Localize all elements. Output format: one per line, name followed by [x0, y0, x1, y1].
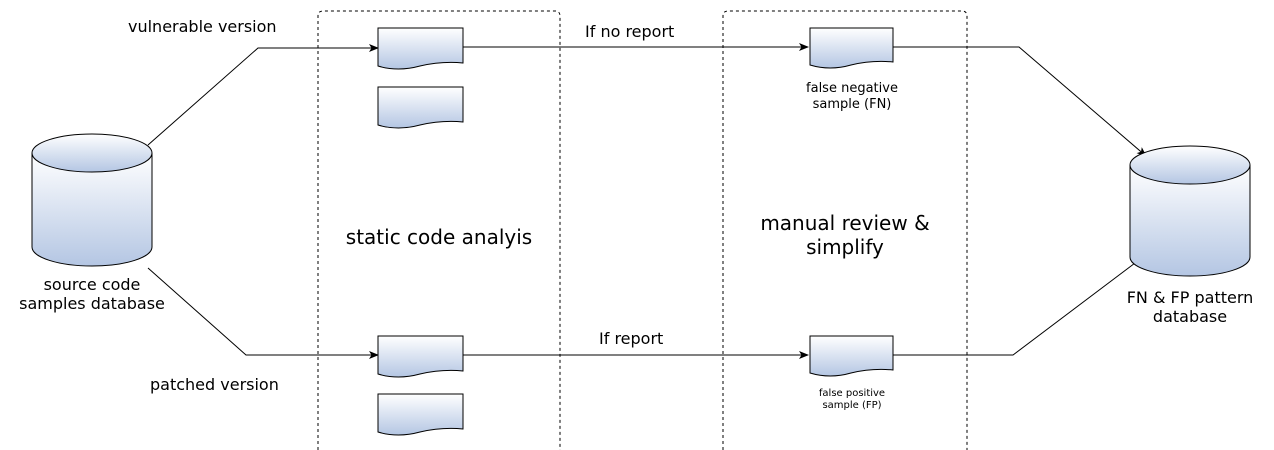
source-to-vulnerable-connector [147, 44, 379, 146]
false-positive-label: false positive sample (FP) [800, 388, 904, 412]
pattern-database-label: FN & FP pattern database [1100, 288, 1274, 326]
manual-review-label-line2: simplify [806, 235, 884, 259]
if-no-report-label: If no report [585, 22, 675, 41]
manual-review-box [722, 10, 968, 450]
source-database-icon [31, 133, 153, 267]
static-analysis-label: static code analyis [345, 225, 533, 249]
source-database-label-line2: samples database [19, 294, 165, 314]
source-database-label: source code samples database [2, 275, 182, 313]
false-negative-label-line2: sample (FN) [812, 96, 892, 112]
fp-to-pattern-db-arrow [893, 256, 1144, 356]
if-report-label: If report [599, 329, 664, 348]
patched-report-document [377, 393, 464, 436]
false-positive-document [809, 335, 894, 377]
source-to-patched-connector [147, 267, 379, 359]
vulnerable-code-document [377, 27, 464, 70]
manual-review-label: manual review & simplify [723, 211, 967, 259]
patched-version-label: patched version [150, 375, 279, 394]
false-negative-label: false negative sample (FN) [790, 81, 914, 112]
pattern-database-label-line2: database [1152, 307, 1228, 327]
false-negative-label-line1: false negative [806, 81, 898, 96]
fn-to-pattern-db-arrow [893, 46, 1147, 157]
vulnerable-version-label: vulnerable version [128, 17, 277, 36]
patched-code-document [377, 335, 464, 378]
static-analysis-box [317, 10, 561, 450]
vulnerable-report-document [377, 86, 464, 129]
pattern-database-label-line1: FN & FP pattern [1126, 288, 1254, 307]
false-negative-document [809, 27, 894, 69]
source-database-label-line1: source code [43, 275, 141, 294]
manual-review-label-line1: manual review & [760, 211, 930, 235]
false-positive-label-line2: sample (FP) [822, 400, 882, 411]
false-positive-label-line1: false positive [818, 388, 886, 399]
pattern-database-icon [1129, 145, 1251, 277]
